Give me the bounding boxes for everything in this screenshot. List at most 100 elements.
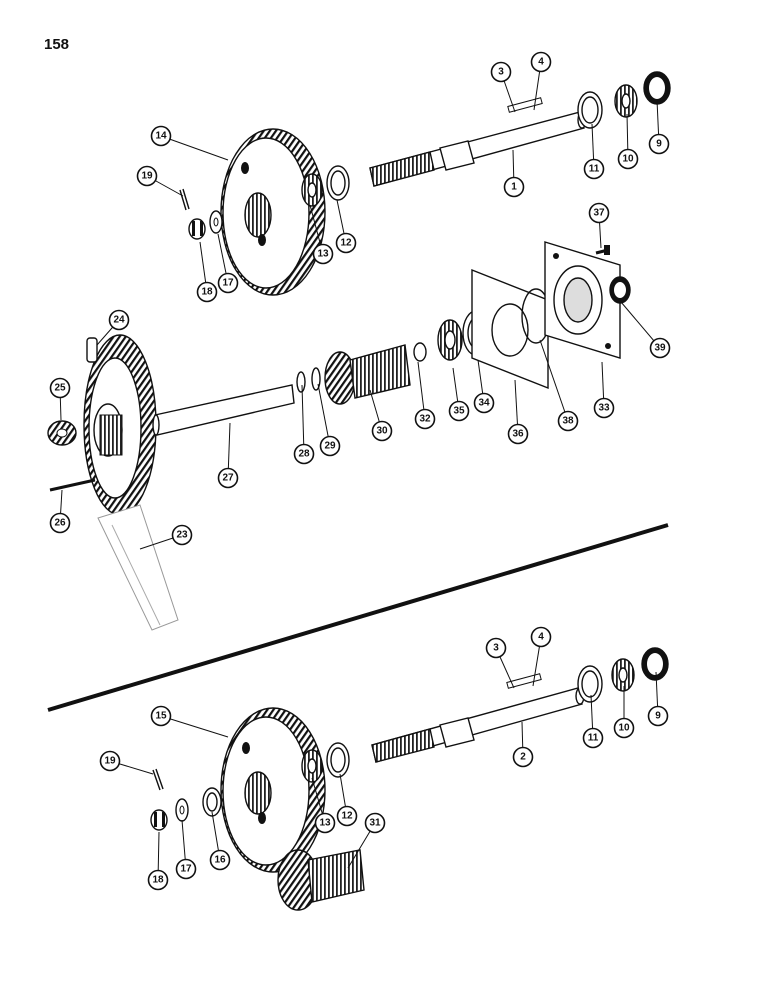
bearing-cup-12 (326, 165, 350, 201)
callout-number: 13 (317, 249, 329, 260)
bolt-37 (595, 245, 610, 255)
bearing-cup-11 (577, 91, 603, 129)
callout-13: 13 (314, 812, 336, 834)
bearing-cone-10 (614, 84, 638, 118)
callout-number: 30 (376, 426, 388, 437)
callout-19: 19 (136, 165, 158, 187)
callout-number: 36 (512, 429, 524, 440)
pinion-25 (47, 420, 77, 446)
callout-number: 34 (478, 398, 490, 409)
callout-number: 19 (141, 171, 153, 182)
callout-18: 18 (147, 869, 169, 891)
lower-shaft-assembly (150, 647, 669, 911)
washer-17-lower (175, 798, 189, 822)
retainer-33 (544, 241, 621, 359)
callout-number: 10 (618, 723, 630, 734)
bearing-cone-13 (301, 173, 323, 207)
callout-number: 24 (113, 315, 125, 326)
washer-28 (296, 371, 306, 393)
callout-3: 3 (485, 637, 507, 659)
leader-line (539, 339, 569, 422)
upper-shaft-assembly (179, 71, 671, 296)
callout-number: 3 (493, 643, 499, 654)
callout-number: 2 (520, 752, 526, 763)
callout-28: 28 (293, 443, 315, 465)
callout-25: 25 (49, 377, 71, 399)
callout-number: 33 (598, 403, 610, 414)
callout-number: 31 (369, 818, 381, 829)
callout-labels: 3414191111091312181737243925333032353438… (49, 51, 671, 891)
callout-32: 32 (414, 408, 436, 430)
castle-nut-18-lower (150, 809, 168, 831)
callout-number: 16 (214, 855, 226, 866)
bearing-cup-12-lower (326, 742, 350, 778)
callout-37: 37 (588, 202, 610, 224)
callout-35: 35 (448, 400, 470, 422)
callout-27: 27 (217, 467, 239, 489)
callout-number: 17 (180, 864, 192, 875)
callout-number: 17 (222, 278, 234, 289)
section-divider (47, 523, 669, 712)
callout-9: 9 (647, 705, 669, 727)
callout-11: 11 (583, 158, 605, 180)
callout-34: 34 (473, 392, 495, 414)
callout-38: 38 (557, 410, 579, 432)
callout-number: 39 (654, 343, 666, 354)
callout-number: 14 (155, 131, 167, 142)
differential-assembly (47, 241, 631, 631)
shaft-2 (371, 673, 585, 763)
callout-number: 3 (498, 67, 504, 78)
seal-39 (609, 276, 631, 304)
callout-10: 10 (613, 717, 635, 739)
callout-14: 14 (150, 125, 172, 147)
cotter-pin-19-lower (152, 768, 164, 791)
callout-number: 27 (222, 473, 234, 484)
callout-number: 9 (656, 139, 662, 150)
callout-18: 18 (196, 281, 218, 303)
callout-number: 38 (562, 416, 574, 427)
callout-17: 17 (175, 858, 197, 880)
axle-23 (97, 504, 179, 631)
callout-number: 11 (589, 164, 600, 175)
callout-number: 13 (319, 818, 331, 829)
washer-17 (209, 210, 223, 234)
page-number: 158 (44, 36, 70, 53)
callout-24: 24 (108, 309, 130, 331)
leader-line (301, 384, 305, 455)
callout-4: 4 (530, 626, 552, 648)
callout-number: 4 (538, 632, 544, 643)
callout-number: 12 (340, 238, 352, 249)
callout-number: 12 (341, 811, 353, 822)
cotter-pin-19 (179, 188, 190, 211)
callout-4: 4 (530, 51, 552, 73)
callout-number: 18 (152, 875, 164, 886)
callout-number: 23 (176, 530, 188, 541)
callout-39: 39 (649, 337, 671, 359)
bearing-cone-13-lower (301, 749, 323, 783)
shaft-1 (369, 97, 587, 187)
callout-12: 12 (335, 232, 357, 254)
callout-number: 29 (324, 441, 336, 452)
callout-3: 3 (490, 61, 512, 83)
callout-number: 28 (298, 449, 310, 460)
leader-line (317, 383, 331, 447)
leader-line (160, 135, 229, 161)
callout-number: 15 (155, 711, 167, 722)
spacer-32 (413, 342, 427, 362)
callout-number: 35 (453, 406, 465, 417)
callout-29: 29 (319, 435, 341, 457)
callout-19: 19 (99, 750, 121, 772)
callout-12: 12 (336, 805, 358, 827)
callout-9: 9 (648, 133, 670, 155)
pin-24 (86, 337, 98, 363)
seal-9 (643, 71, 671, 105)
bearing-cup-11-lower (577, 665, 603, 703)
callout-number: 4 (538, 57, 544, 68)
callout-number: 37 (593, 208, 605, 219)
shaft-27 (152, 384, 295, 436)
callout-number: 32 (419, 414, 431, 425)
seal-9-lower (641, 647, 669, 681)
callout-number: 25 (54, 383, 66, 394)
bearing-cone-10-lower (611, 658, 635, 692)
